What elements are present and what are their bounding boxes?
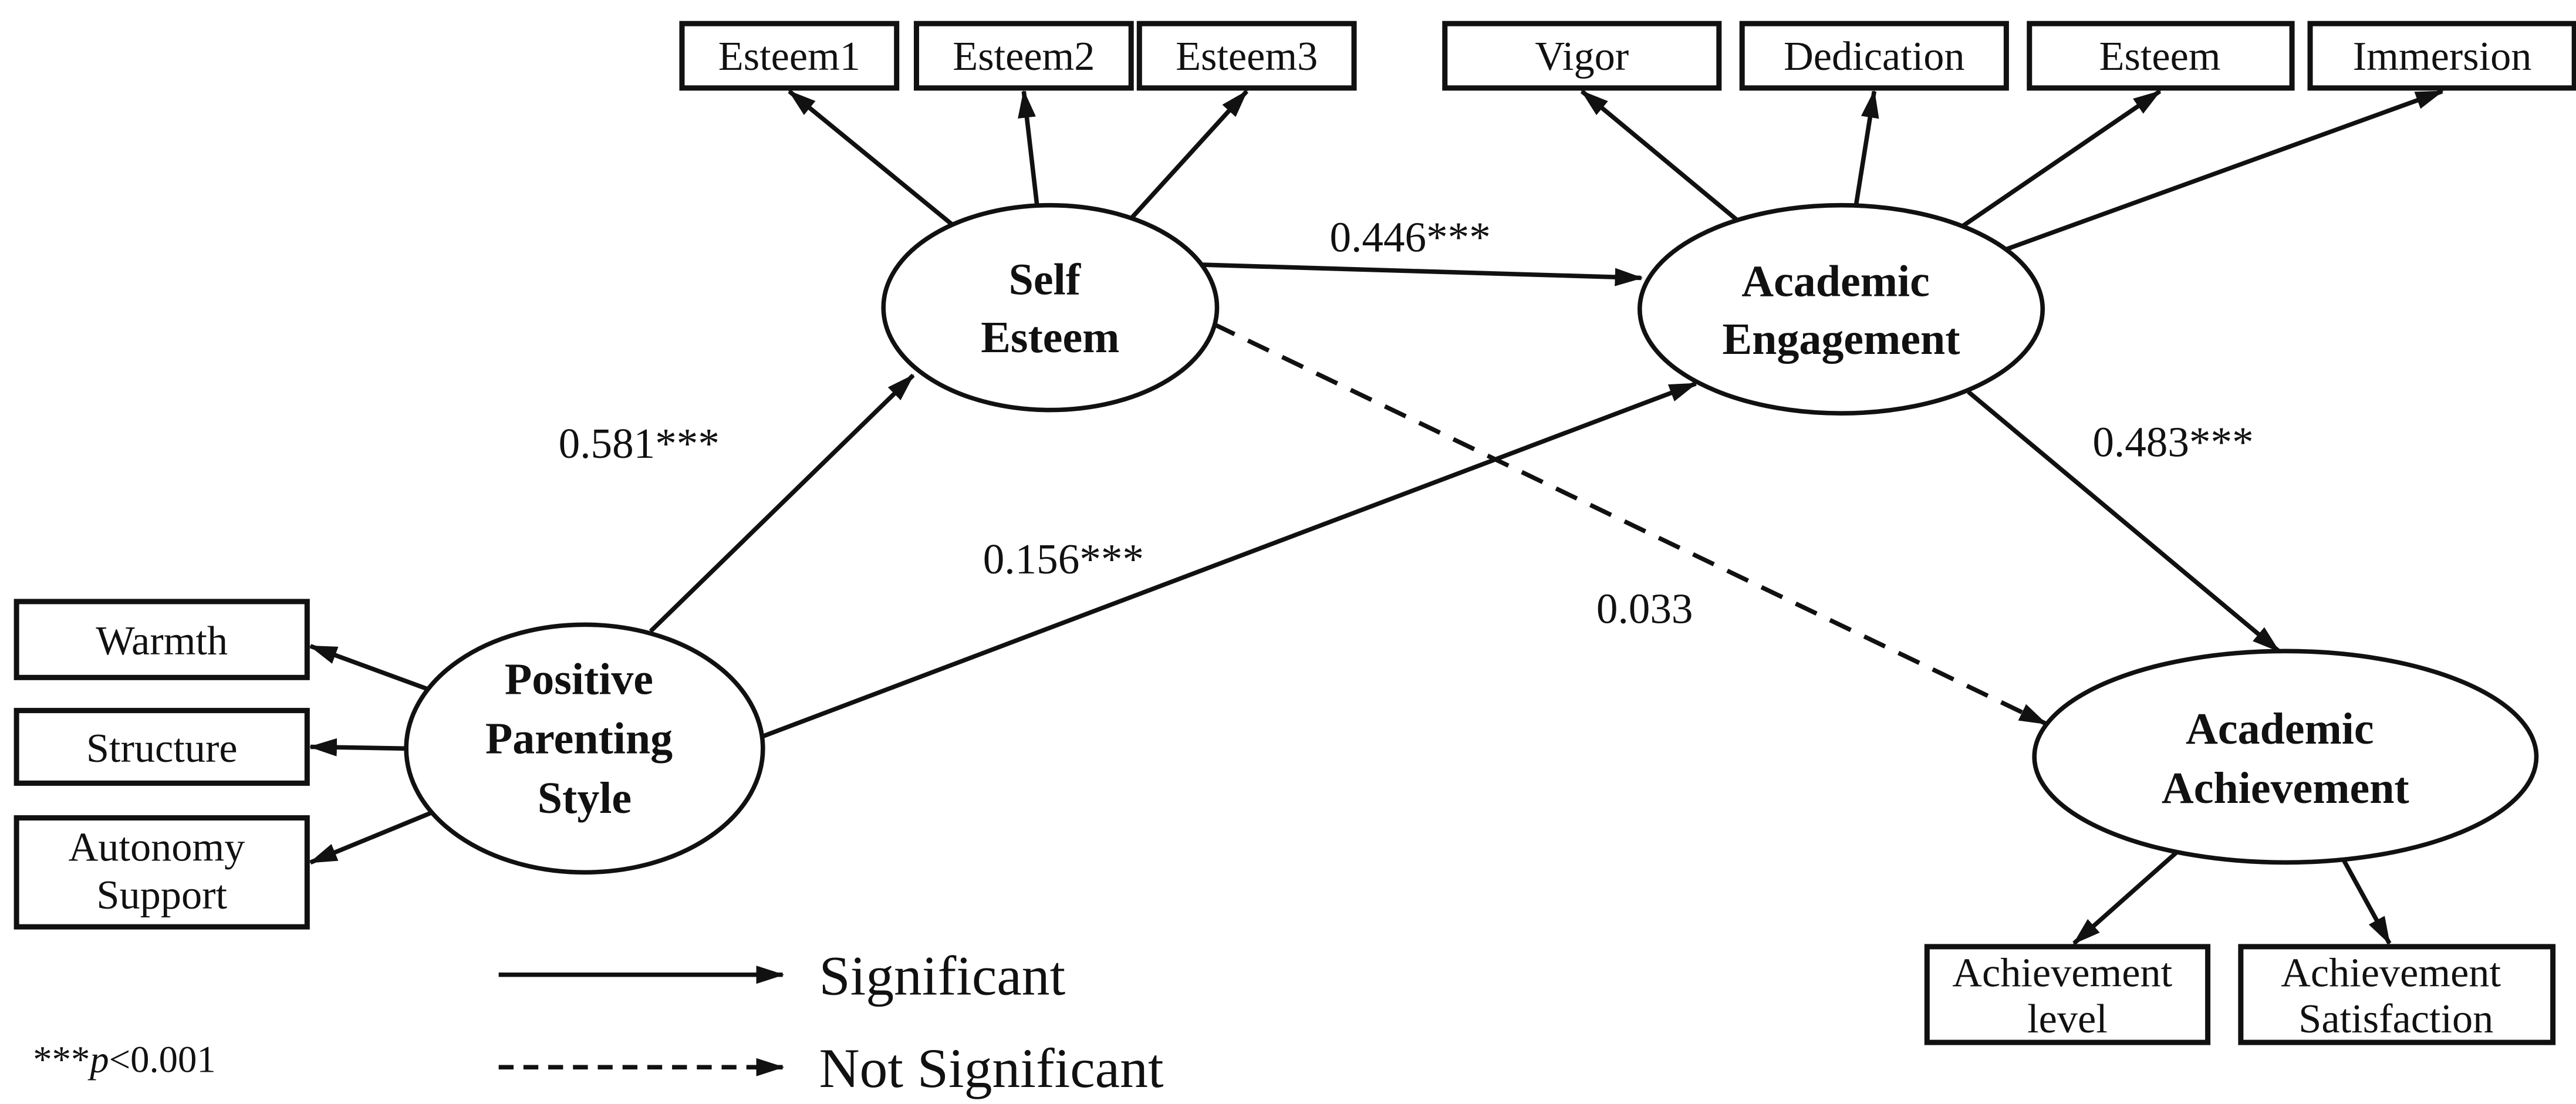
esteem-box	[2027, 21, 2295, 91]
esteem2-box	[913, 21, 1134, 91]
self-esteem-ellipse	[881, 202, 1220, 413]
indicator-esteem: Esteem	[2027, 21, 2295, 91]
latent-academic-achievement: Academic Achievement	[2032, 649, 2539, 865]
indicator-achievement-level: Achievement level	[1924, 944, 2211, 1045]
coefficient-academic-engagement-academic-achievement: 0.483***	[2092, 418, 2253, 465]
path-self-esteem-to-academic-engagement	[1200, 262, 1643, 286]
path-self-esteem-to-academic-achievement-dashed	[1213, 322, 2048, 726]
vigor-label: Vigor	[1535, 33, 1629, 79]
arrow-academic-achievement-to-achievement-level	[2072, 850, 2178, 946]
structural-paths	[649, 262, 2281, 740]
indicator-achievement-satisfaction: Achievement Satisfaction	[2238, 944, 2556, 1045]
indicator-dedication: Dedication	[1739, 21, 2009, 91]
structure-box	[13, 708, 310, 786]
immersion-box	[2307, 21, 2576, 91]
indicator-immersion: Immersion	[2307, 21, 2576, 91]
latent-academic-engagement: Academic Engagement	[1637, 202, 2045, 416]
measurement-arrows	[309, 89, 2444, 946]
self-esteem-label: Self Esteem	[981, 255, 1119, 362]
arrow-pps-to-autonomy-support	[309, 811, 432, 865]
immersion-label: Immersion	[2353, 33, 2532, 79]
arrow-pps-to-warmth	[309, 644, 428, 691]
indicator-esteem1: Esteem1	[679, 21, 900, 91]
achievement-satisfaction-box	[2238, 944, 2556, 1045]
warmth-box	[13, 599, 310, 680]
coefficient-pps-academic-engagement: 0.156***	[983, 535, 1144, 583]
dedication-label: Dedication	[1784, 33, 1965, 79]
indicator-vigor: Vigor	[1442, 21, 1722, 91]
footnote-condition: <0.001	[109, 1038, 216, 1081]
latent-positive-parenting-style: Positive Parenting Style	[404, 622, 765, 875]
arrow-pps-to-structure	[309, 738, 407, 757]
vigor-box	[1442, 21, 1722, 91]
warmth-label: Warmth	[96, 618, 228, 664]
esteem1-label: Esteem1	[718, 33, 860, 79]
dedication-box	[1739, 21, 2009, 91]
path-pps-to-academic-engagement	[760, 381, 1698, 740]
arrow-self-esteem-to-esteem1	[788, 89, 954, 227]
footnote-stars: ***	[33, 1038, 90, 1081]
legend-not-significant-label: Not Significant	[819, 1037, 1163, 1099]
arrow-self-esteem-to-esteem3	[1129, 89, 1248, 220]
esteem2-label: Esteem2	[953, 33, 1095, 79]
autonomy-support-box	[13, 815, 310, 930]
indicator-autonomy-support: Autonomy Support	[13, 815, 310, 930]
footnote-p: p	[87, 1038, 109, 1081]
indicator-esteem2: Esteem2	[913, 21, 1134, 91]
achievement-satisfaction-label: Achievement Satisfaction	[2281, 950, 2511, 1042]
path-pps-to-self-esteem	[649, 373, 915, 633]
arrow-academic-engagement-to-immersion	[2004, 89, 2444, 252]
coefficient-self-esteem-academic-engagement: 0.446***	[1330, 213, 1491, 261]
legend-significant-label: Significant	[819, 945, 1065, 1007]
significance-footnote: ***p<0.001	[33, 1038, 215, 1081]
achievement-level-label: Achievement level	[1952, 950, 2183, 1042]
achievement-level-box	[1924, 944, 2211, 1045]
esteem-label: Esteem	[2099, 33, 2221, 79]
academic-achievement-ellipse	[2032, 649, 2539, 865]
structure-label: Structure	[86, 725, 238, 771]
esteem3-box	[1136, 21, 1357, 91]
academic-achievement-label: Academic Achievement	[2162, 704, 2409, 813]
esteem3-label: Esteem3	[1176, 33, 1318, 79]
esteem1-box	[679, 21, 900, 91]
positive-parenting-style-label: Positive Parenting Style	[485, 654, 684, 823]
path-coefficients: 0.581*** 0.446*** 0.156*** 0.033 0.483**…	[559, 213, 2254, 632]
indicator-esteem3: Esteem3	[1136, 21, 1357, 91]
coefficient-pps-self-esteem: 0.581***	[559, 420, 720, 467]
arrow-academic-engagement-to-dedication	[1853, 89, 1879, 206]
arrow-academic-engagement-to-vigor	[1580, 89, 1739, 222]
coefficient-self-esteem-academic-achievement: 0.033	[1596, 585, 1693, 632]
autonomy-support-label: Autonomy Support	[68, 825, 255, 919]
latent-self-esteem: Self Esteem	[881, 202, 1220, 413]
academic-engagement-label: Academic Engagement	[1722, 256, 1960, 363]
indicator-structure: Structure	[13, 708, 310, 786]
arrow-academic-achievement-to-achievement-satisfaction	[2341, 857, 2392, 945]
indicator-warmth: Warmth	[13, 599, 310, 680]
arrow-academic-engagement-to-esteem	[1960, 89, 2162, 229]
legend: Significant Not Significant	[498, 945, 1164, 1099]
path-academic-engagement-to-academic-achievement	[1967, 390, 2281, 653]
arrow-self-esteem-to-esteem2	[1018, 89, 1039, 206]
positive-parenting-style-ellipse	[404, 622, 765, 875]
academic-engagement-ellipse	[1637, 202, 2045, 416]
